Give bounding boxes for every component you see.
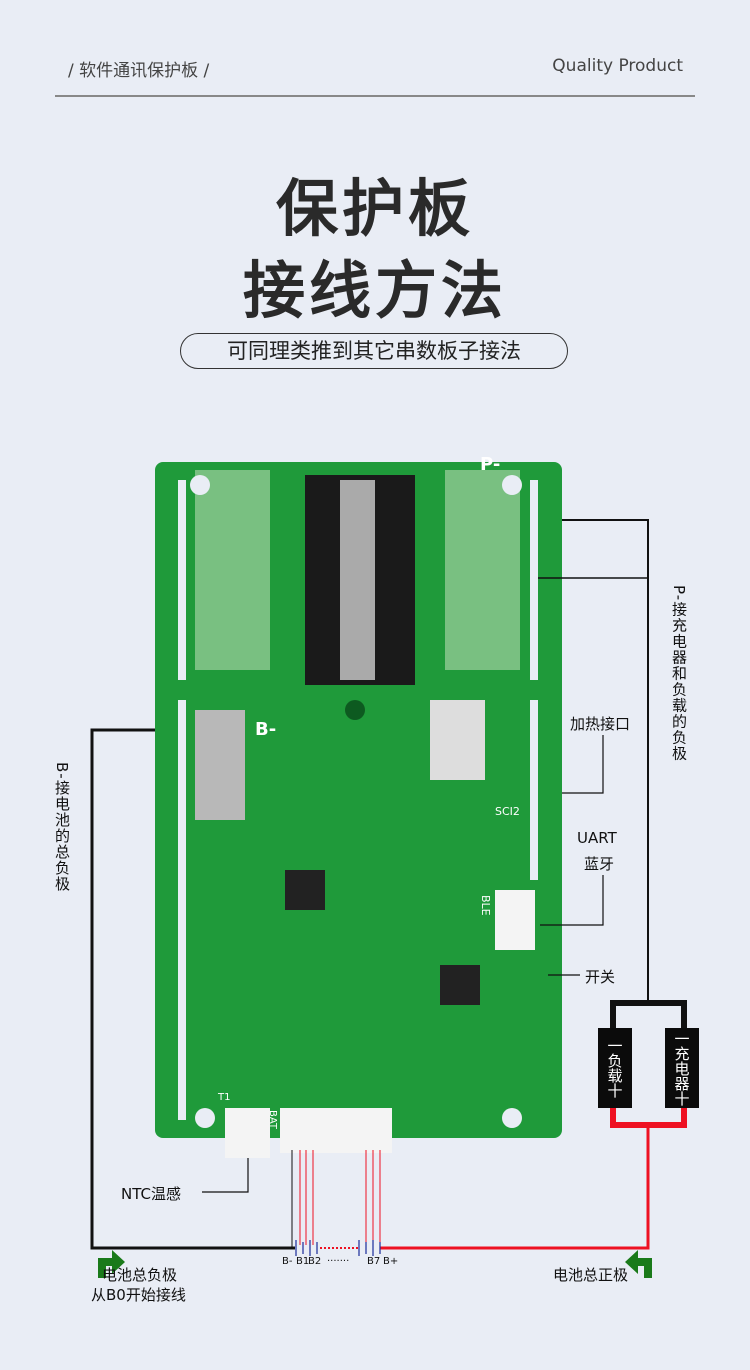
subtitle-pill: 可同理类推到其它串数板子接法 <box>180 333 568 369</box>
pos-total-label: 电池总正极 <box>553 1266 629 1284</box>
cell-label: B7 <box>367 1256 381 1267</box>
b-minus-desc: B-接电池的总负极 <box>53 762 71 892</box>
silk-t1: T1 <box>217 1092 230 1103</box>
title-line-2: 接线方法 <box>242 254 507 327</box>
cell-label: ······· <box>327 1256 350 1267</box>
neg-start-label: 从B0开始接线 <box>91 1286 186 1304</box>
silk-b-minus: B- <box>255 719 276 740</box>
p-minus-wire <box>562 519 649 1003</box>
p-minus-desc: P-接充电器和负载的负极 <box>670 585 688 762</box>
cell-label: B- <box>282 1256 293 1267</box>
header-right: Quality Product <box>552 56 683 76</box>
positive-arrow-icon <box>625 1250 652 1278</box>
pos-wire <box>380 1125 650 1250</box>
header-left: / 软件通讯保护板 / <box>68 61 210 81</box>
cell-label: B1 <box>296 1256 310 1267</box>
ntc-label: NTC温感 <box>121 1185 181 1203</box>
header-divider <box>55 95 695 97</box>
load-box: 一负载十 <box>598 1028 632 1108</box>
cell-label: B2 <box>308 1256 322 1267</box>
charger-box: 一充电器十 <box>665 1028 699 1108</box>
pos-bus <box>610 1108 687 1128</box>
title-line-1: 保护板 <box>275 172 474 245</box>
pcb-board: B- P- SCI2 BLE BAT T1 <box>155 454 562 1158</box>
neg-bus <box>610 1000 687 1028</box>
bluetooth-label: 蓝牙 <box>584 855 615 873</box>
silk-ble: BLE <box>479 895 492 916</box>
silk-bat: BAT <box>267 1110 278 1130</box>
b-minus-wire <box>90 728 295 1250</box>
uart-label: UART <box>577 829 617 847</box>
cell-label: B+ <box>383 1256 399 1267</box>
silk-p-minus: P- <box>480 454 500 475</box>
heating-label: 加热接口 <box>570 715 631 733</box>
neg-total-label: 电池总负极 <box>102 1266 178 1284</box>
switch-label: 开关 <box>585 968 616 986</box>
silk-sci2: SCI2 <box>495 805 520 818</box>
negative-arrow-icon <box>98 1250 125 1278</box>
